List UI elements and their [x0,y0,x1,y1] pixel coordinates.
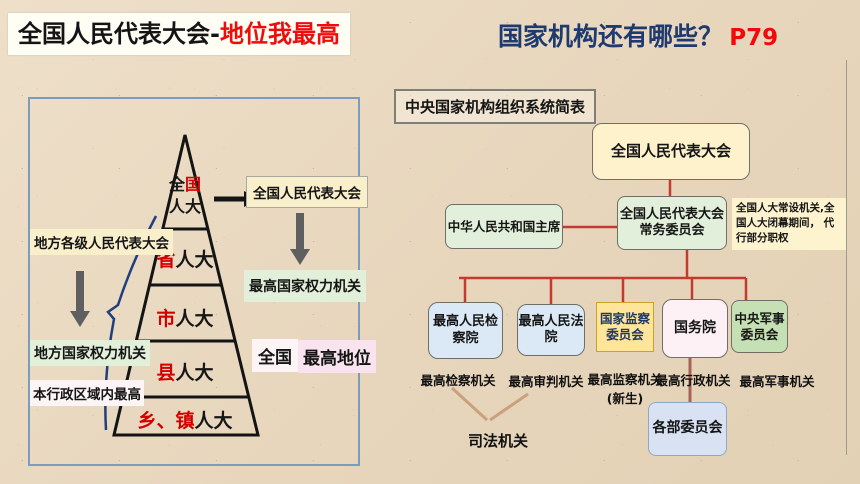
node-military-commission: 中央军事委员会 [731,300,788,353]
down-arrow-icon-local [70,271,90,327]
page-reference: P79 [729,25,779,51]
label-national-scope: 全国 [252,339,298,372]
pyramid-level-county: 县人大 [145,358,225,385]
caption-procuratorate: 最高检察机关 [420,373,496,388]
standing-committee-line2: 常务委员会 [639,223,705,238]
level-township-black: 人大 [194,410,233,432]
question-heading: 国家机构还有哪些？ P79 [498,17,778,53]
label-highest-power-organ: 最高国家权力机关 [244,270,366,302]
question-text: 国家机构还有哪些？ [498,24,724,51]
slide-title-red: 地位我最高 [219,20,340,48]
label-highest-status: 最高地位 [298,340,376,373]
caption-military: 最高军事机关 [739,374,815,389]
slide-title: 全国人民代表大会-地位我最高 [8,13,350,55]
label-npc: 全国人民代表大会 [246,176,368,208]
level-national-black: 全 [168,175,185,194]
caption-supervisory: 最高监察机关 [587,372,663,387]
level-national-line2: 人大 [168,196,201,216]
label-local-congresses: 地方各级人民代表大会 [30,229,173,255]
pyramid-level-township: 乡、镇人大 [130,406,240,433]
node-court: 最高人民法院 [517,304,585,356]
node-procuratorate: 最高人民检察院 [428,302,503,359]
pyramid-level-national: 全国 人大 [153,174,217,217]
slide-title-black: 全国人民代表大会- [18,20,220,48]
orgchart-title: 中央国家机构组织系统简表 [394,89,597,124]
pyramid-level-city: 市人大 [145,304,225,331]
standing-committee-note: 全国人大常设机关,全国人大闭幕期间， 代行部分职权 [732,198,846,250]
right-edge-divider [846,60,847,455]
label-judicial-organs: 司法机关 [467,432,528,450]
caption-court: 最高审判机关 [508,374,584,389]
down-arrow-icon-national [290,213,310,265]
label-local-power-organ: 地方国家权力机关 [30,340,150,366]
level-city-black: 人大 [175,308,214,330]
level-township-red: 乡、镇 [137,410,195,432]
node-president: 中华人民共和国主席 [445,204,563,249]
caption-supervisory-extra: (新生) [606,391,644,406]
red-connector-lines [459,180,748,305]
judicial-line-left [450,386,489,422]
level-national-red: 国 [185,175,202,194]
pyramid-panel: 全国 人大 省人大 市人大 县人大 乡、镇人大 地方各级人民代表大会 地方国家权… [28,97,376,466]
level-county-black: 人大 [175,362,214,384]
label-local-scope: 本行政区域内最高 [30,380,144,406]
level-province-black: 人大 [175,249,214,271]
standing-committee-line1: 全国人民代表大会 [619,206,724,222]
level-city-red: 市 [156,308,176,330]
judicial-v-lines [450,386,529,422]
node-npc: 全国人民代表大会 [592,123,750,180]
caption-state-council: 最高行政机关 [655,373,731,388]
node-supervisory-commission: 国家监察委员会 [596,302,654,352]
node-state-council: 国务院 [662,299,728,358]
level-county-red: 县 [156,362,176,384]
judicial-line-right [489,392,529,422]
node-standing-committee: 全国人民代表大会 常务委员会 [617,196,727,250]
node-ministries: 各部委员会 [648,402,727,456]
